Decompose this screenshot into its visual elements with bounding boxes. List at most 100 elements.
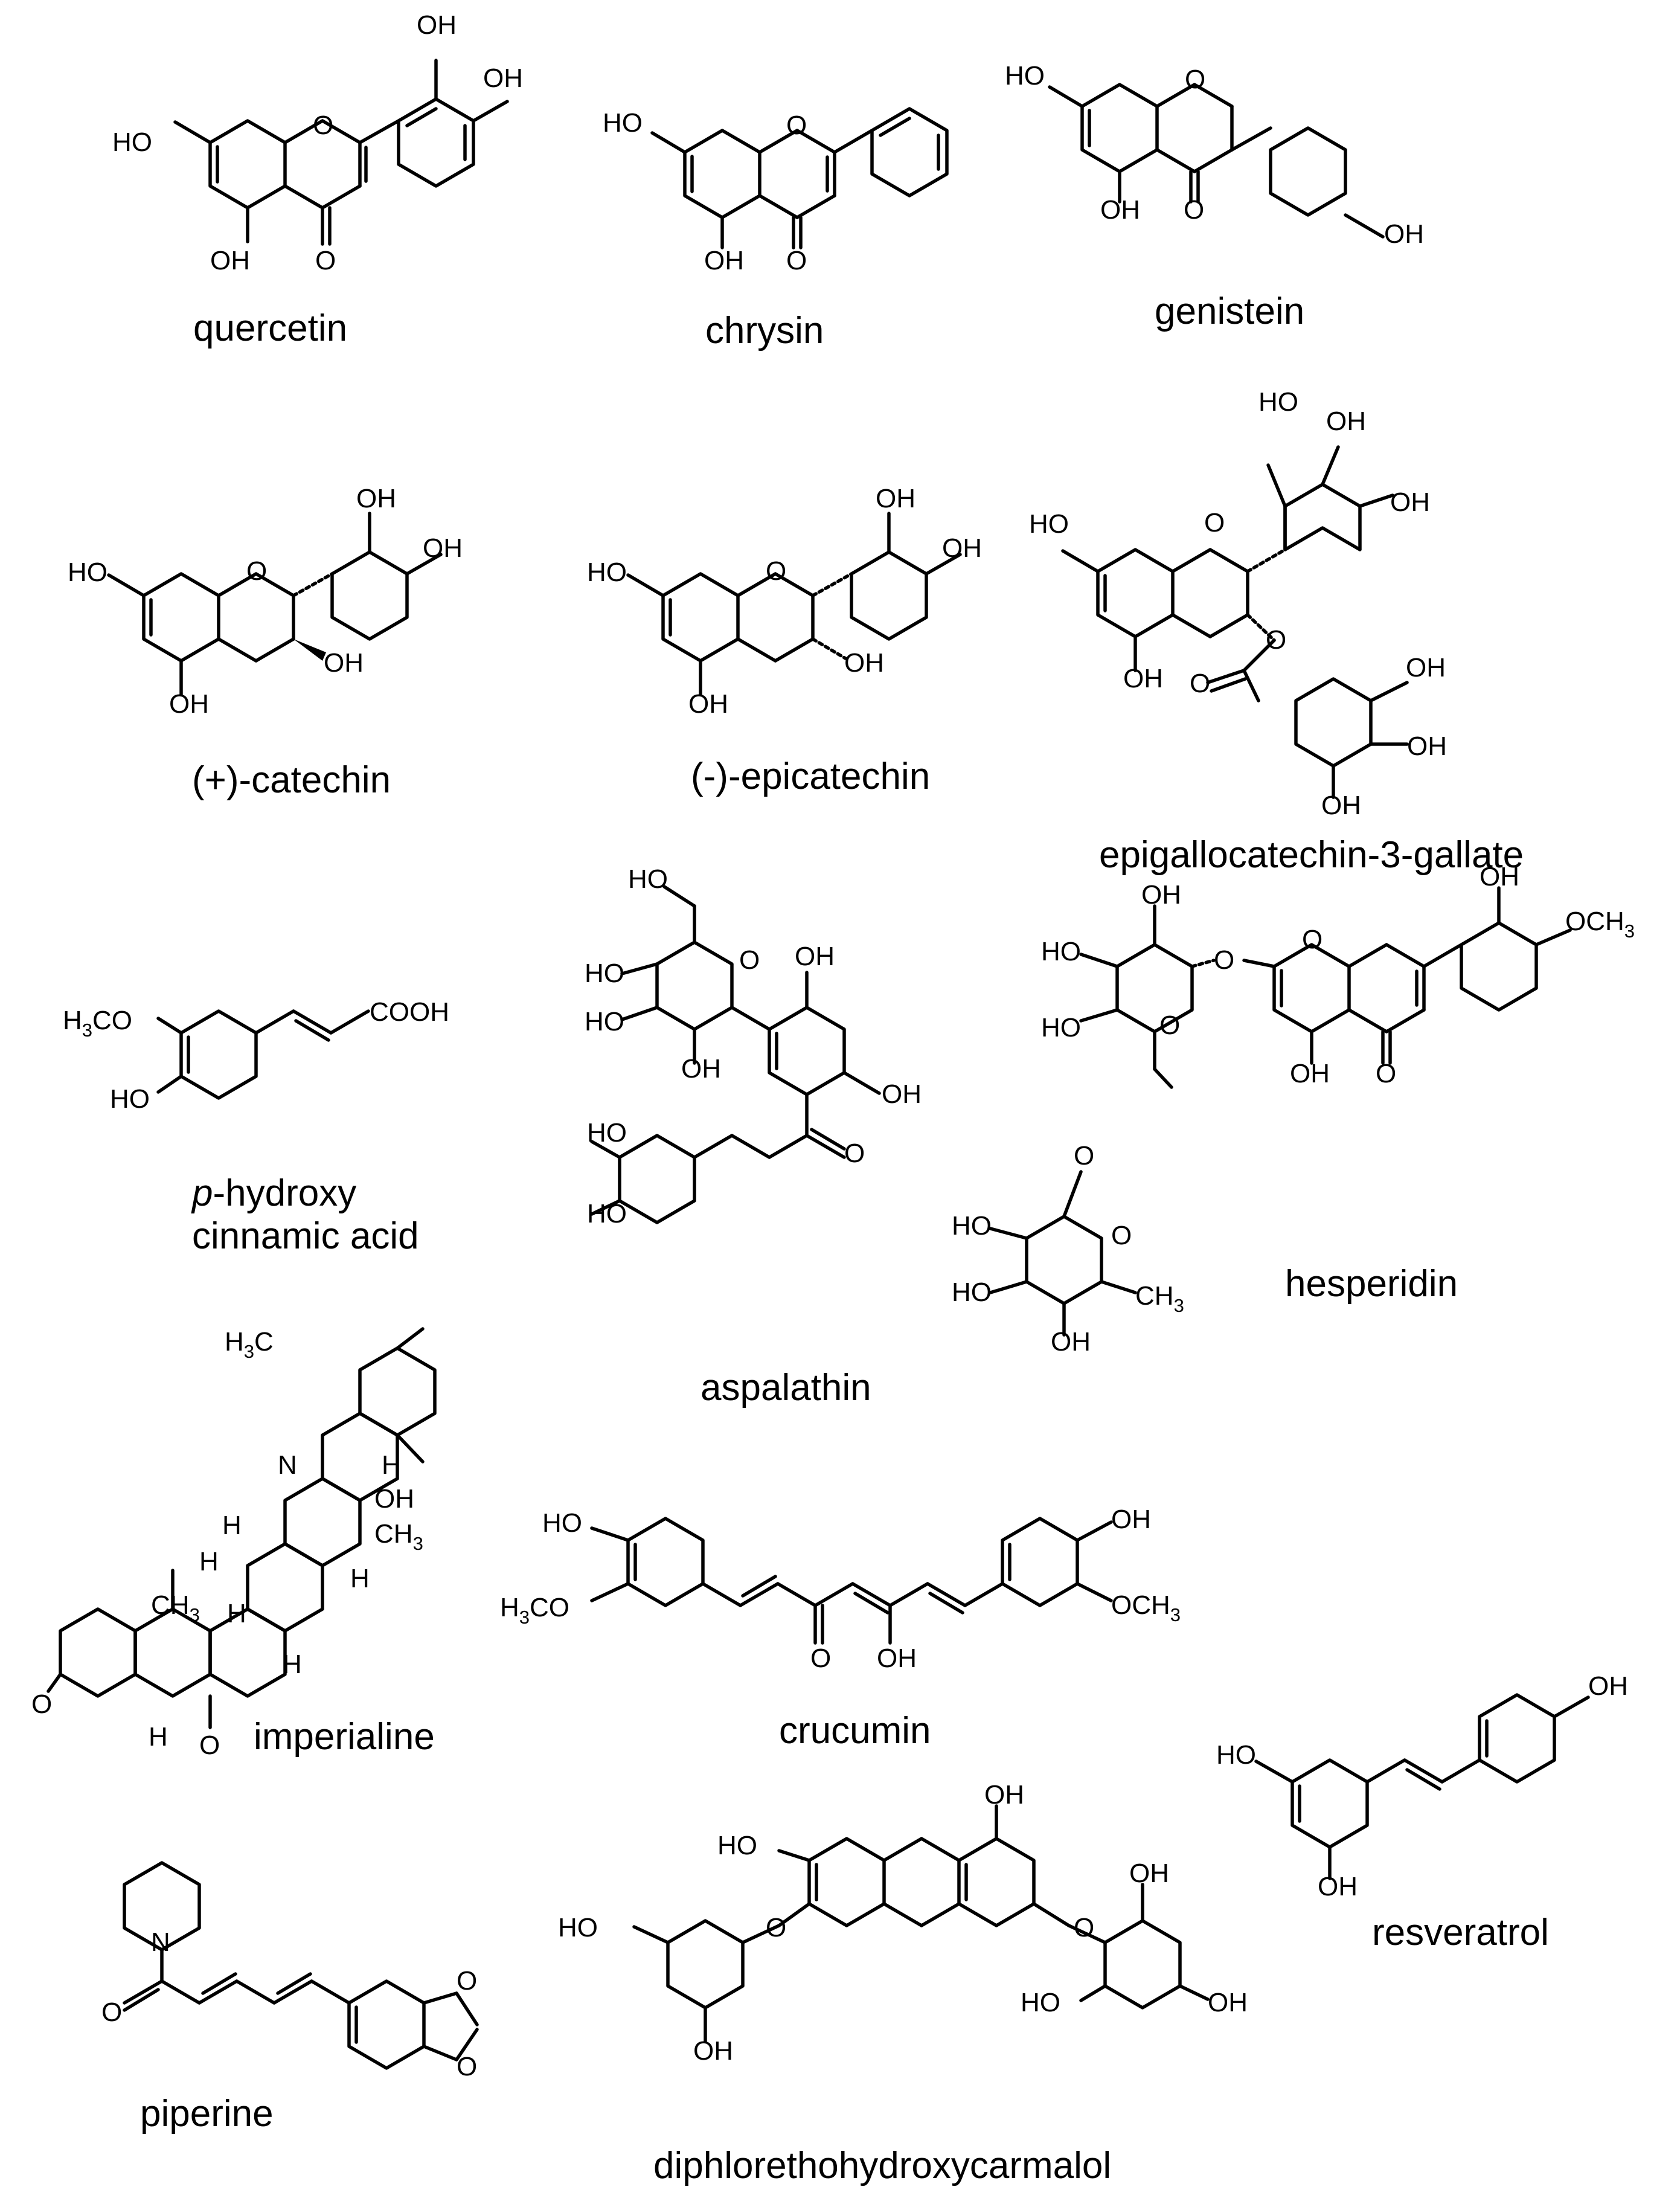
compound-name-part: -hydroxy	[213, 1172, 357, 1214]
atom-label: HO	[952, 1277, 992, 1307]
atom-label: OH	[1321, 791, 1361, 820]
atom-label: CH3	[374, 1519, 423, 1554]
atom-label: OH	[483, 63, 523, 93]
atom-label: HO	[587, 1118, 627, 1148]
atom-label: OH	[1480, 862, 1519, 892]
atom-label: HO	[1021, 1988, 1060, 2017]
atom-label: HO	[587, 558, 627, 587]
atom-label: HO	[110, 1084, 150, 1114]
atom-label: OH	[1290, 1059, 1330, 1088]
atom-label: O	[1111, 1221, 1132, 1250]
atom-label: OCH3	[1111, 1590, 1181, 1625]
compound-name-crucumin: crucumin	[779, 1710, 931, 1752]
compound-name-part: cinnamic acid	[192, 1215, 419, 1258]
atom-label: OH	[1407, 731, 1447, 761]
atom-label: COOH	[370, 997, 449, 1027]
atom-label: H3CO	[500, 1593, 569, 1628]
atom-label: O	[1185, 65, 1205, 94]
compound-name-chrysin: chrysin	[705, 310, 824, 352]
atom-label: HO	[587, 1199, 627, 1229]
atom-label: OH	[876, 484, 915, 513]
atom-label: N	[151, 1927, 170, 1957]
quercetin-structure	[173, 59, 509, 246]
atom-label: OH	[1390, 487, 1430, 517]
atom-label: O	[1376, 1059, 1396, 1088]
atom-label: O	[1184, 195, 1204, 225]
compound-name-genistein: genistein	[1155, 291, 1305, 332]
egcg-structure	[1061, 445, 1409, 799]
atom-label: O	[101, 1997, 122, 2027]
atom-label: O	[31, 1689, 52, 1719]
atom-label: OH	[795, 942, 835, 971]
atom-label: O	[313, 111, 333, 140]
atom-label: OH	[984, 1780, 1024, 1810]
hydroxycinnamic-acid-structure	[156, 1009, 370, 1100]
atom-label: OH	[169, 689, 209, 719]
compound-name-piperine: piperine	[140, 2093, 274, 2135]
atom-label: HO	[1005, 61, 1045, 91]
atom-label: O	[1302, 925, 1323, 954]
atom-label: HO	[585, 1007, 624, 1036]
atom-label: O	[457, 1966, 477, 1996]
crucumin-structure	[590, 1517, 1113, 1645]
compound-name-egcg: epigallocatechin-3-gallate	[1099, 834, 1524, 876]
atom-label: O	[246, 556, 267, 586]
atom-label: OH	[324, 648, 364, 678]
atom-label: OH	[688, 689, 728, 719]
atom-label: OH	[844, 648, 884, 678]
compound-name-aspalathin: aspalathin	[701, 1367, 871, 1409]
atom-label: OH	[704, 246, 744, 275]
catechin-structure	[107, 512, 443, 696]
hesperidin-structure	[989, 886, 1572, 1337]
atom-label: OH	[356, 484, 396, 513]
atom-label: H	[222, 1511, 242, 1540]
piperine-structure	[123, 1861, 479, 2070]
atom-label: OH	[1123, 664, 1163, 693]
compound-name-catechin: (+)-catechin	[192, 759, 391, 801]
compound-name-hesperidin: hesperidin	[1285, 1263, 1458, 1305]
atom-label: O	[766, 1913, 786, 1943]
atom-label: H3CO	[63, 1006, 132, 1041]
atom-label: O	[1266, 625, 1286, 655]
atom-label: OH	[882, 1079, 922, 1109]
compound-name-hydroxycinnamic-acid: p-hydroxy cinnamic acid	[192, 1172, 419, 1258]
atom-label: HO	[585, 959, 624, 988]
atom-label: O	[739, 945, 760, 975]
atom-label: OH	[1141, 880, 1181, 910]
imperialine-structure	[46, 1327, 437, 1729]
atom-label: O	[1159, 1011, 1180, 1040]
atom-label: HO	[603, 108, 643, 138]
atom-label: O	[1074, 1141, 1094, 1171]
genistein-structure	[1048, 83, 1385, 239]
atom-label: OH	[1100, 195, 1140, 225]
atom-label: OH	[942, 533, 982, 563]
atom-label: HO	[1216, 1740, 1256, 1770]
atom-label: HO	[952, 1211, 992, 1241]
atom-label: H	[283, 1650, 302, 1679]
atom-label: O	[786, 246, 807, 275]
atom-label: CH3	[151, 1590, 200, 1625]
atom-label: HO	[1029, 509, 1069, 539]
atom-label: OH	[693, 2036, 733, 2066]
compound-name-imperialine: imperialine	[254, 1716, 435, 1758]
atom-label: O	[786, 111, 807, 140]
atom-label: OH	[210, 246, 250, 275]
atom-label: OH	[1051, 1327, 1091, 1357]
atom-label: O	[810, 1644, 831, 1673]
atom-label: H	[382, 1450, 401, 1480]
atom-label: H	[149, 1722, 168, 1752]
atom-labels: OH OH HO O OH O HO O OH O HO O OH O OH O…	[31, 10, 1635, 2081]
atom-label: OH	[423, 533, 463, 563]
compound-name-prefix: p	[192, 1172, 213, 1214]
atom-label: HO	[558, 1913, 598, 1943]
atom-label: O	[1190, 669, 1210, 698]
atom-label: HO	[628, 864, 668, 894]
atom-label: OH	[1111, 1505, 1151, 1534]
compound-name-resveratrol: resveratrol	[1372, 1912, 1549, 1953]
atom-label: O	[315, 246, 336, 275]
atom-label: HO	[68, 558, 107, 587]
atom-label: H	[199, 1547, 219, 1576]
atom-label: HO	[717, 1831, 757, 1860]
atom-label: OH	[417, 10, 457, 40]
